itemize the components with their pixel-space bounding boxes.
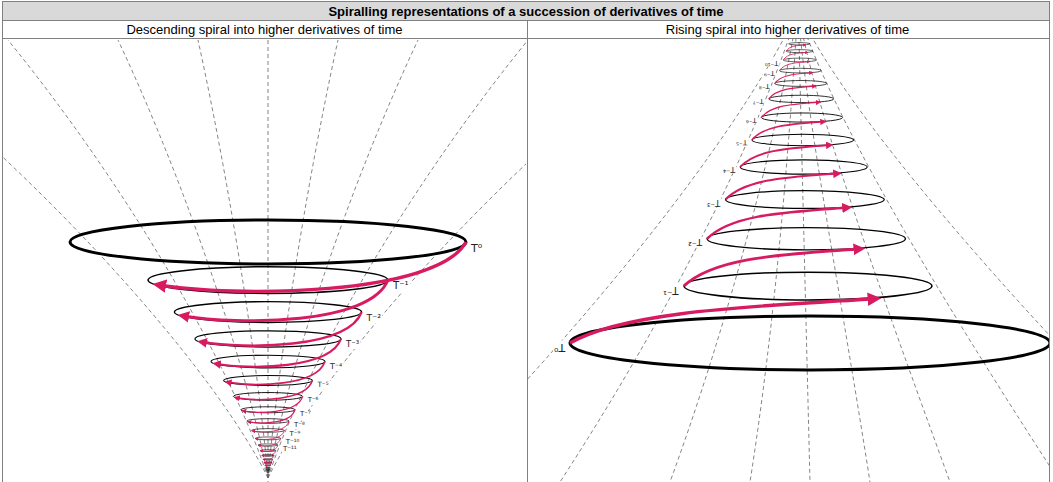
derivative-label: T⁻³	[706, 198, 721, 207]
spiral-arrows	[158, 242, 466, 466]
guide-lines	[3, 40, 526, 482]
derivative-label: T⁻¹¹	[282, 446, 298, 453]
derivative-label: T⁻⁹	[288, 431, 301, 438]
spiral-ring	[570, 316, 1049, 370]
spiral-ring	[740, 160, 867, 174]
spiral-rings	[70, 220, 466, 473]
column-divider	[527, 21, 528, 482]
derivative-label: T⁻⁸	[758, 82, 771, 89]
derivative-label: T⁻¹⁰	[764, 59, 780, 66]
spiral-ring	[761, 113, 842, 122]
guide-lines	[528, 38, 1049, 482]
spiral-arrow	[761, 102, 819, 117]
derivative-label: T⁻²	[366, 313, 382, 323]
spiral-arrow	[261, 445, 278, 451]
derivative-label: T⁻⁵	[316, 381, 329, 389]
spiral-arrow	[570, 299, 876, 343]
derivative-label: T⁻⁸	[293, 422, 306, 429]
spiral-arrow	[227, 362, 325, 385]
spiral-arrow	[262, 451, 275, 456]
spiral-ring	[752, 134, 854, 145]
guide-line	[528, 38, 798, 482]
spiral-arrow	[236, 380, 312, 399]
header-cell: Descending spiral into higher derivative…	[3, 21, 526, 39]
spiral-arrow	[684, 249, 861, 286]
derivative-label: T⁻⁴	[722, 165, 736, 173]
guide-line	[670, 38, 798, 482]
derivative-label: T⁰	[470, 243, 483, 255]
spiral-arrow	[216, 339, 341, 367]
spiral-arrow	[243, 396, 303, 412]
spiral-arrow	[786, 45, 805, 51]
derivative-label: T⁰	[553, 341, 566, 353]
spiral-arrow	[779, 62, 809, 71]
spiral-ring	[70, 220, 466, 264]
derivative-label: T⁻³	[345, 340, 360, 349]
spiral-arrow	[249, 410, 295, 423]
spiral-ring	[684, 272, 932, 300]
spiral-ring	[775, 81, 827, 87]
descending-spiral	[3, 38, 526, 482]
derivative-label: T⁻⁵	[735, 138, 748, 146]
spiral-ring	[783, 58, 816, 62]
guide-line	[268, 40, 269, 482]
column-header: Descending spiral into higher derivative…	[126, 22, 402, 37]
spiral-ring	[707, 228, 905, 250]
spiral-ring	[789, 43, 810, 45]
column-header: Rising spiral into higher derivatives of…	[666, 22, 910, 37]
spiral-arrow	[158, 242, 466, 291]
spiral-ring	[267, 472, 269, 473]
spiral-ring	[769, 95, 834, 102]
derivative-label: T⁻⁷	[752, 97, 765, 104]
guide-line	[798, 38, 1049, 482]
guide-line	[560, 38, 798, 482]
derivative-label: T⁻⁶	[745, 116, 758, 123]
spiral-arrow	[752, 122, 824, 140]
derivative-label: T⁻⁷	[299, 411, 312, 418]
spiral-arrows	[570, 45, 876, 343]
title-band: Spiralling representations of a successi…	[3, 2, 1049, 21]
spiral-ring	[779, 68, 821, 73]
derivative-label: T⁻¹	[392, 281, 410, 292]
header-cell: Rising spiral into higher derivatives of…	[526, 21, 1049, 39]
spiral-arrow	[769, 86, 815, 99]
spiral-arrow	[265, 459, 273, 463]
spiral-arrow	[201, 312, 362, 346]
spiral-ring	[786, 50, 813, 53]
spiral-arrow	[265, 463, 271, 466]
rising-spiral	[528, 38, 1049, 482]
spiral-arrow	[253, 421, 289, 432]
derivative-label: T⁻¹	[662, 284, 680, 295]
derivative-label: T⁻⁶	[307, 397, 320, 404]
spiral-ring	[266, 467, 271, 468]
derivative-label: T⁻⁴	[329, 363, 343, 371]
spiral-arrow	[182, 280, 388, 321]
guide-line	[798, 38, 1049, 482]
spiral-ring	[726, 191, 885, 209]
spiral-arrow	[264, 455, 274, 459]
spiral-arrow	[259, 438, 281, 446]
guide-line	[798, 38, 870, 482]
spiral-arrow	[707, 208, 848, 239]
spiral-arrow	[256, 430, 284, 439]
derivative-label: T⁻²	[687, 237, 703, 247]
spiral-arrow	[726, 173, 839, 199]
derivative-label: T⁻⁹	[763, 69, 776, 76]
guide-line	[798, 38, 950, 482]
spiral-arrow	[775, 73, 812, 84]
spiral-ring	[267, 471, 270, 472]
guide-line	[798, 38, 810, 482]
spiral-arrow	[783, 52, 807, 59]
spiral-ring	[266, 469, 270, 470]
spiral-arrow	[740, 145, 830, 167]
spiral-rings	[570, 43, 1049, 370]
table-title: Spiralling representations of a successi…	[328, 4, 723, 19]
